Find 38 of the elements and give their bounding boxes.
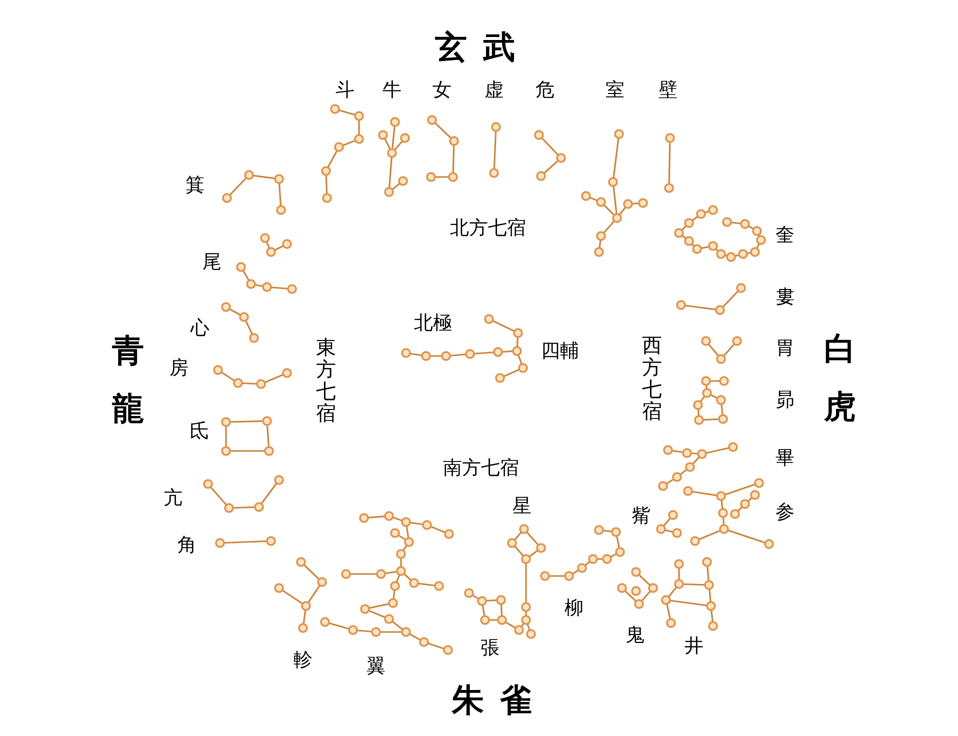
constellation-label: 女	[432, 78, 452, 103]
constellation-label: 角	[178, 532, 196, 558]
direction-heading: 東方七宿	[316, 336, 336, 424]
constellation-label: 虚	[484, 78, 504, 103]
constellation-label: 胃	[776, 336, 794, 361]
constellation-label: 奎	[776, 222, 794, 248]
constellation-label: 柳	[564, 596, 584, 621]
constellation-label: 亢	[164, 486, 182, 511]
constellation-label: 南方七宿	[443, 456, 519, 481]
constellation-label: 心	[190, 316, 210, 341]
constellation-label: 畢	[776, 446, 794, 471]
constellation-label: 危	[536, 78, 554, 103]
direction-heading: 青龍	[112, 330, 144, 429]
constellation-label: 婁	[776, 284, 794, 310]
constellation-label: 斗	[336, 78, 354, 103]
direction-heading: 西方七宿	[642, 334, 662, 422]
constellation-label: 昴	[776, 388, 794, 413]
constellation-label: 参	[776, 500, 794, 525]
constellation-label: 氐	[190, 418, 208, 444]
constellation-label: 壁	[658, 78, 678, 103]
constellation-label: 星	[512, 494, 532, 519]
constellation-label: 北極	[414, 310, 452, 336]
constellation-label: 北方七宿	[450, 216, 526, 241]
constellation-label: 牛	[382, 78, 402, 103]
constellation-label: 尾	[202, 250, 222, 275]
direction-heading: 白虎	[824, 328, 856, 427]
constellation-label: 鬼	[626, 622, 644, 648]
constellation-label: 軫	[294, 648, 312, 673]
direction-heading: 玄武	[434, 27, 531, 68]
constellation-label: 房	[170, 356, 188, 381]
constellation-label: 張	[480, 636, 500, 661]
constellation-label: 翼	[366, 654, 386, 679]
constellation-label: 井	[684, 634, 704, 659]
constellation-label: 觜	[632, 504, 650, 529]
constellation-label: 箕	[186, 172, 204, 198]
constellation-label: 室	[606, 78, 624, 103]
constellation-label: 四輔	[541, 338, 579, 364]
direction-heading: 朱雀	[450, 680, 548, 721]
